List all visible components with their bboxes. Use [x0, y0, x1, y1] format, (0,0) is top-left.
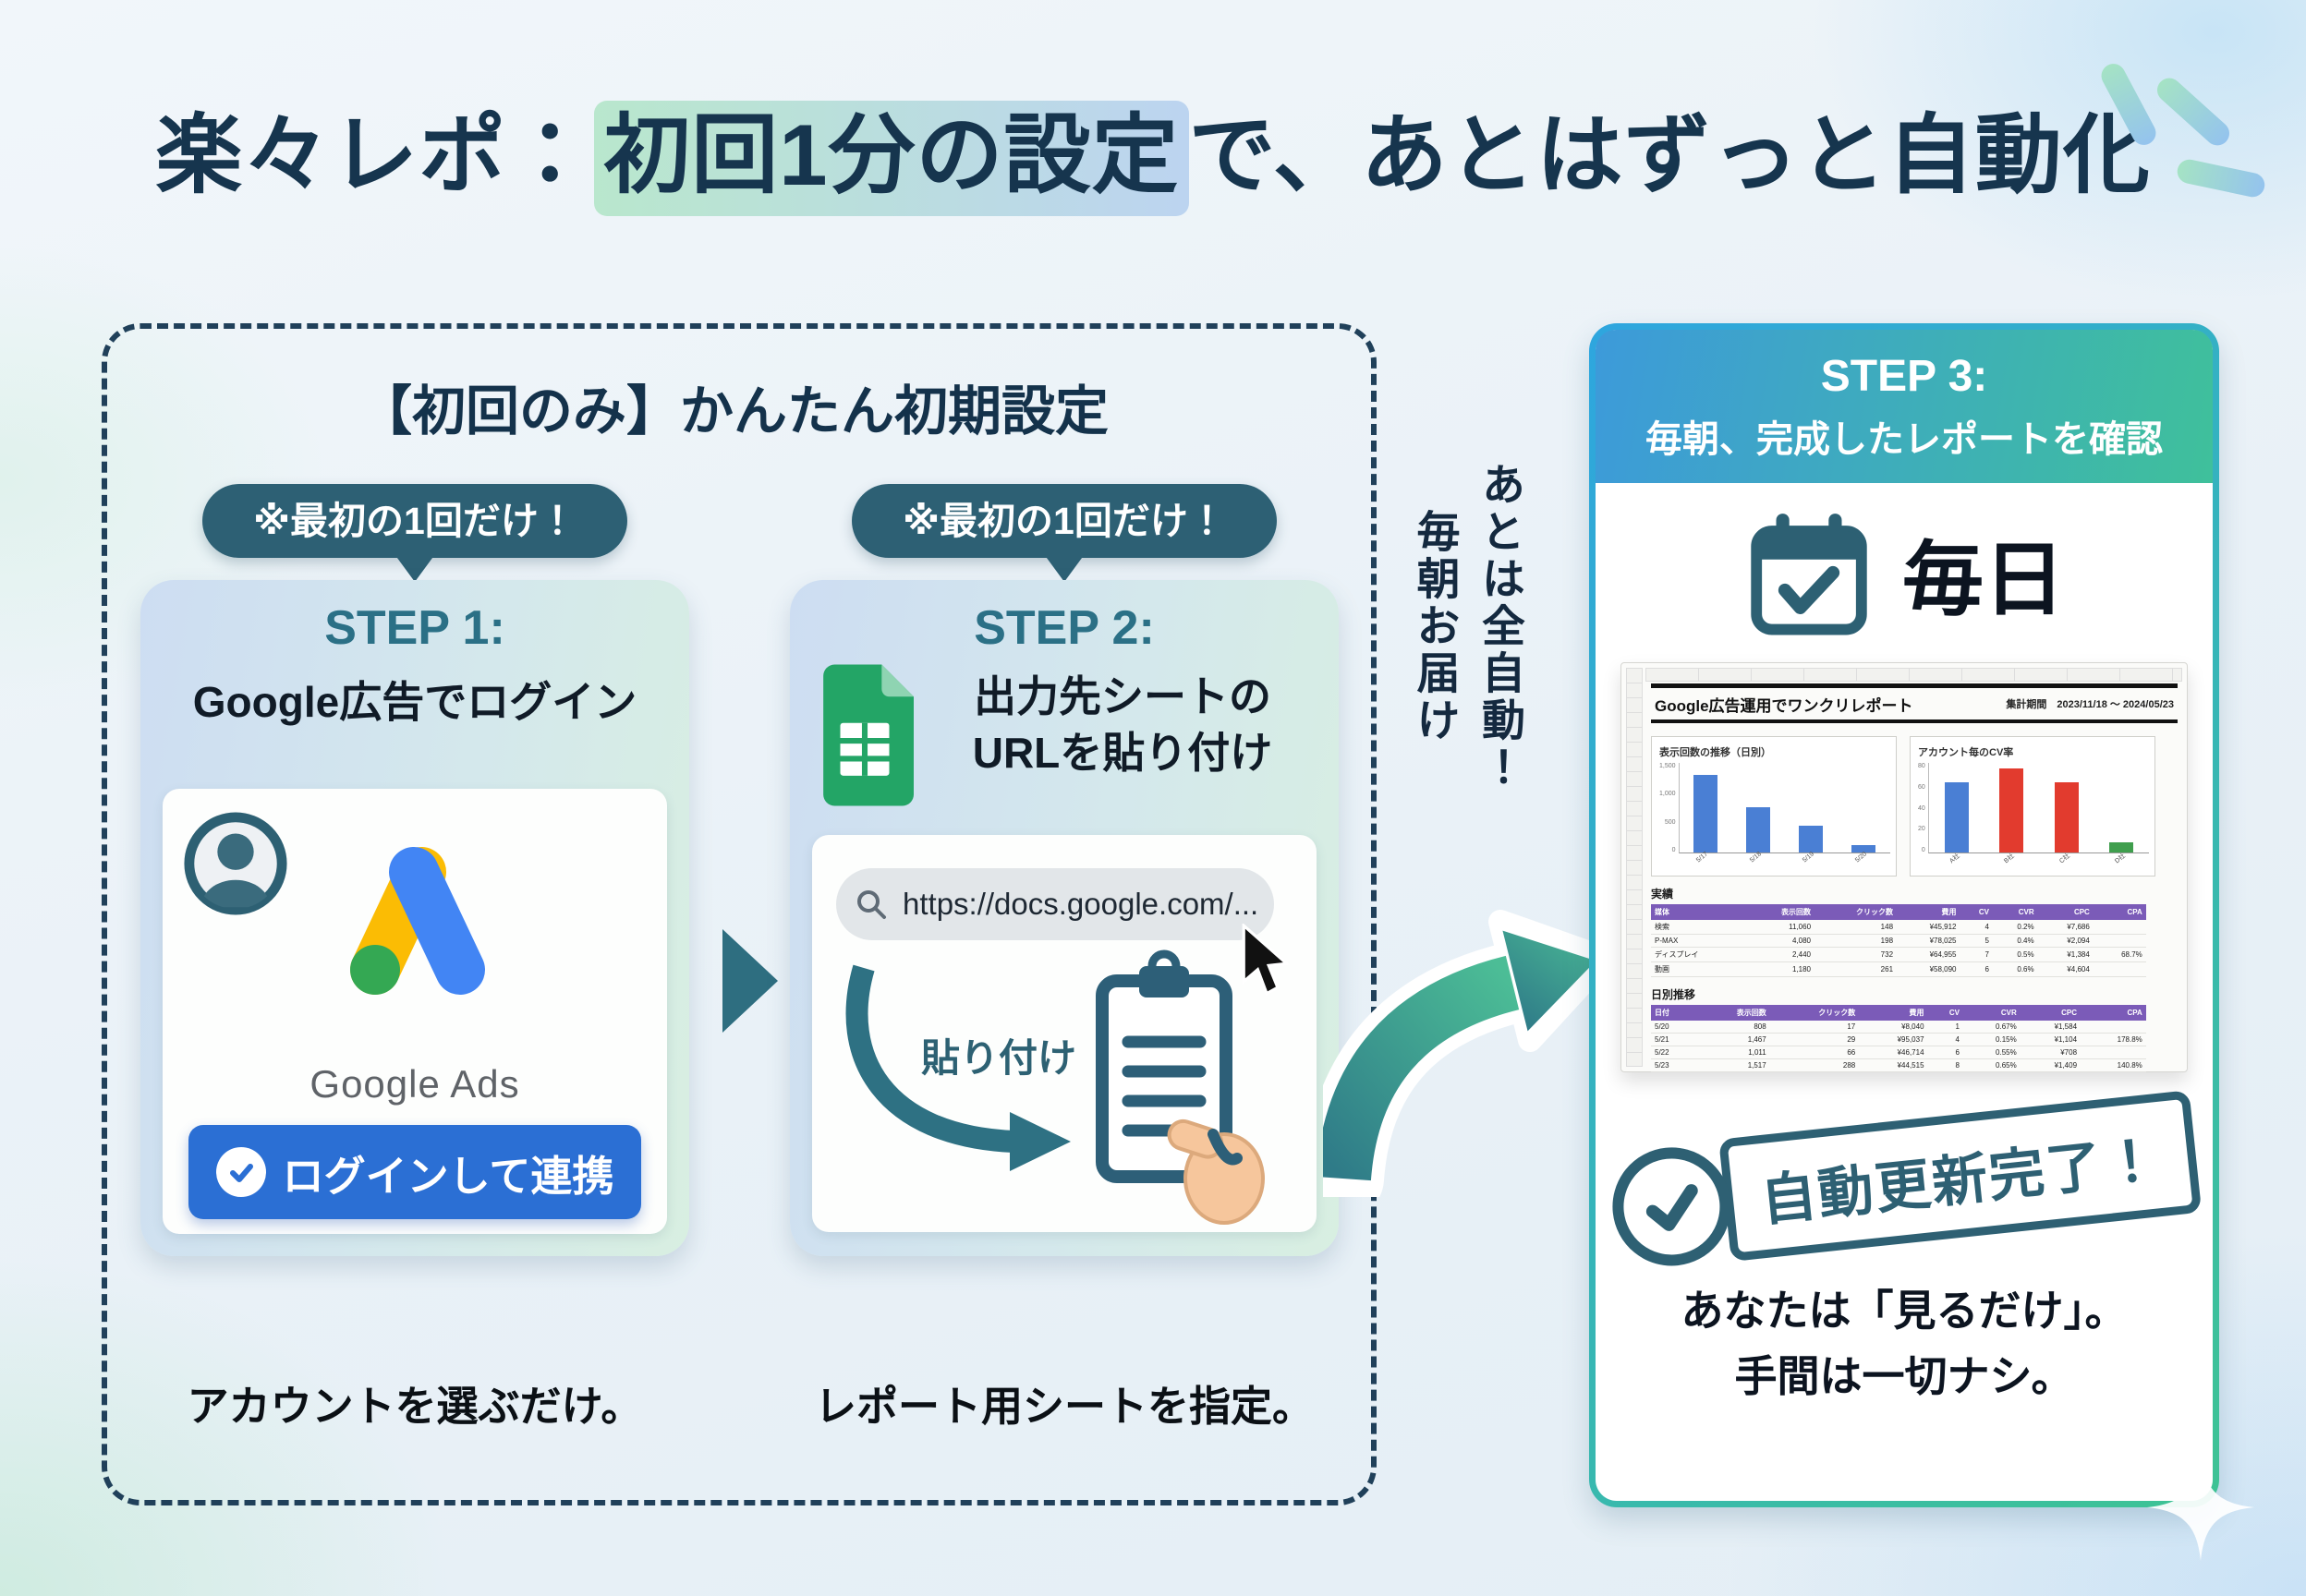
clipboard-hand-icon — [1096, 949, 1265, 1225]
step3-panel: STEP 3: 毎朝、完成したレポートを確認 毎日 Google広告運用でワンク… — [1589, 323, 2219, 1507]
sheet-column-headers — [1645, 668, 2182, 682]
step1-card: STEP 1: Google広告でログイン Google Ads — [140, 580, 689, 1256]
sheet-titlebar: Google広告運用でワンクリレポート 集計期間 2023/11/18 〜 20… — [1651, 683, 2178, 723]
sheet-title: Google広告運用でワンクリレポート — [1655, 696, 1913, 715]
page-title: 楽々レポ：初回1分の設定で、あとはずっと自動化 — [0, 85, 2306, 216]
title-suffix: で、あとはずっと自動化 — [1188, 106, 2151, 203]
step3-label: STEP 3: — [1820, 351, 1988, 401]
search-icon — [857, 890, 886, 919]
corner-sparkle-icon — [2147, 1454, 2254, 1561]
stamp: 自動更新完了！ — [1591, 1088, 2217, 1275]
google-sheets-icon — [823, 664, 914, 806]
url-input[interactable]: https://docs.google.com/... — [836, 868, 1274, 940]
step2-heading: 出力先シートの URLを貼り付け — [919, 669, 1326, 780]
step1-label: STEP 1: — [324, 601, 505, 655]
check-icon — [215, 1147, 266, 1197]
sheet-row-headers — [1626, 668, 1643, 1067]
step2-url-panel: https://docs.google.com/... 貼り付け — [812, 835, 1317, 1232]
curved-arrow-icon — [845, 964, 1071, 1171]
step2-label: STEP 2: — [974, 601, 1155, 655]
login-button-label: ログインして連携 — [282, 1152, 614, 1200]
step2-badge-tail — [1044, 554, 1085, 582]
user-avatar-icon — [184, 812, 287, 915]
big-curved-arrow-icon — [1323, 909, 1618, 1197]
step2-caption: レポート用シートを指定。 — [814, 1383, 1314, 1430]
url-text: https://docs.google.com/... — [903, 887, 1259, 921]
step3-heading: 毎朝、完成したレポートを確認 — [1645, 418, 2163, 460]
step1-caption: アカウントを選ぶだけ。 — [187, 1383, 643, 1430]
sparkle-icon — [2066, 55, 2269, 222]
between-note: あとは全自動！ 毎朝お届け — [1410, 462, 1525, 792]
step1-badge-tail — [394, 554, 435, 582]
paste-label: 貼り付け — [921, 1036, 1077, 1080]
step3-header: STEP 3: 毎朝、完成したレポートを確認 — [1596, 330, 2213, 483]
google-ads-logo-icon — [350, 847, 485, 995]
calendar-check-icon — [1751, 514, 1867, 635]
step2-badge: ※最初の1回だけ！ — [852, 484, 1277, 558]
stamp-check-icon — [1607, 1141, 1737, 1272]
google-ads-wordmark: Google Ads — [309, 1062, 520, 1106]
title-prefix: 楽々レポ： — [155, 106, 595, 203]
step2-heading-line2: URLを貼り付け — [972, 728, 1273, 777]
report-sheet-screenshot: Google広告運用でワンクリレポート 集計期間 2023/11/18 〜 20… — [1620, 662, 2188, 1072]
sheet-period: 集計期間 2023/11/18 〜 2024/05/23 — [2006, 699, 2174, 710]
arrow-right-icon — [722, 929, 778, 1033]
step2-card: STEP 2: 出力先シートの URLを貼り付け https://docs.go… — [790, 580, 1339, 1256]
title-highlight: 初回1分の設定 — [594, 101, 1189, 216]
closing-text: あなたは「見るだけ」。 手間は一切ナシ。 — [1681, 1287, 2128, 1401]
initial-setup-box — [102, 323, 1377, 1505]
stamp-text: 自動更新完了！ — [1718, 1090, 2203, 1263]
daily-row: 毎日 — [1596, 507, 2213, 638]
step1-heading: Google広告でログイン — [192, 678, 637, 726]
login-connect-button[interactable]: ログインして連携 — [188, 1125, 641, 1219]
step1-login-panel: Google Ads ログインして連携 — [163, 789, 667, 1234]
mouse-cursor-icon — [1242, 924, 1291, 996]
setup-box-title: 【初回のみ】かんたん初期設定 — [358, 381, 1109, 441]
daily-label: 毎日 — [1901, 533, 2065, 625]
step1-badge: ※最初の1回だけ！ — [202, 484, 627, 558]
step2-heading-line1: 出力先シートの — [974, 672, 1271, 720]
